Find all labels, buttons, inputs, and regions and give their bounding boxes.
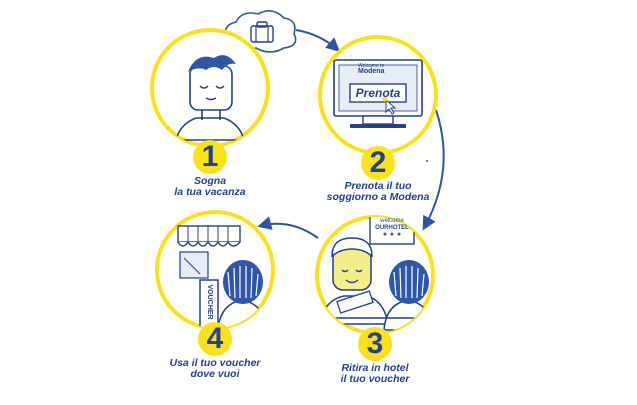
dreamer-illustration [174, 55, 246, 141]
step-4-caption: Usa il tuo voucher dove vuoi [155, 358, 275, 380]
step-4-caption-line2: dove vuoi [190, 368, 240, 380]
voucher-ticket-label: VOUCHER [206, 284, 213, 320]
screen-brand-name: Modena [358, 68, 385, 75]
step-3-caption-line1: Ritira in hotel [341, 362, 409, 374]
step-2-caption-line2: soggiorno a Modena [326, 191, 430, 203]
step-1-caption-line1: Sogna [193, 175, 227, 187]
step-1-caption: Sogna la tua vacanza [150, 176, 270, 198]
hotel-sign-name: OURHOTEL [375, 225, 409, 231]
step-2-caption-line1: Prenota il tuo [344, 180, 412, 192]
screen-brand: Welcome to Modena [358, 63, 398, 75]
suitcase-icon [250, 21, 274, 43]
screen-brand-top: Welcome to [358, 63, 385, 69]
step-3-caption-line2: il tuo voucher [340, 373, 410, 385]
step-2-caption: Prenota il tuo soggiorno a Modena [318, 181, 438, 203]
step-3-number: 3 [358, 327, 392, 361]
hotel-sign-stars: ★ ★ ★ [382, 232, 402, 238]
step-1-number: 1 [193, 140, 227, 174]
arrow-3-to-4 [257, 216, 319, 239]
hotel-sign: welcome OURHOTEL ★ ★ ★ [370, 218, 414, 239]
arrow-1-to-2 [295, 29, 341, 52]
prenota-button: Prenota [355, 86, 401, 100]
arrow-2-to-3 [422, 109, 445, 231]
hotel-sign-welcome: welcome [380, 218, 404, 224]
step-2-number: 2 [361, 146, 395, 180]
step-4-number: 4 [198, 322, 232, 356]
computer-illustration [333, 59, 423, 128]
step-4-caption-line1: Usa il tuo voucher [169, 357, 261, 369]
step-3-caption: Ritira in hotel il tuo voucher [315, 363, 435, 385]
step-1-caption-line2: la tua vacanza [174, 186, 246, 198]
